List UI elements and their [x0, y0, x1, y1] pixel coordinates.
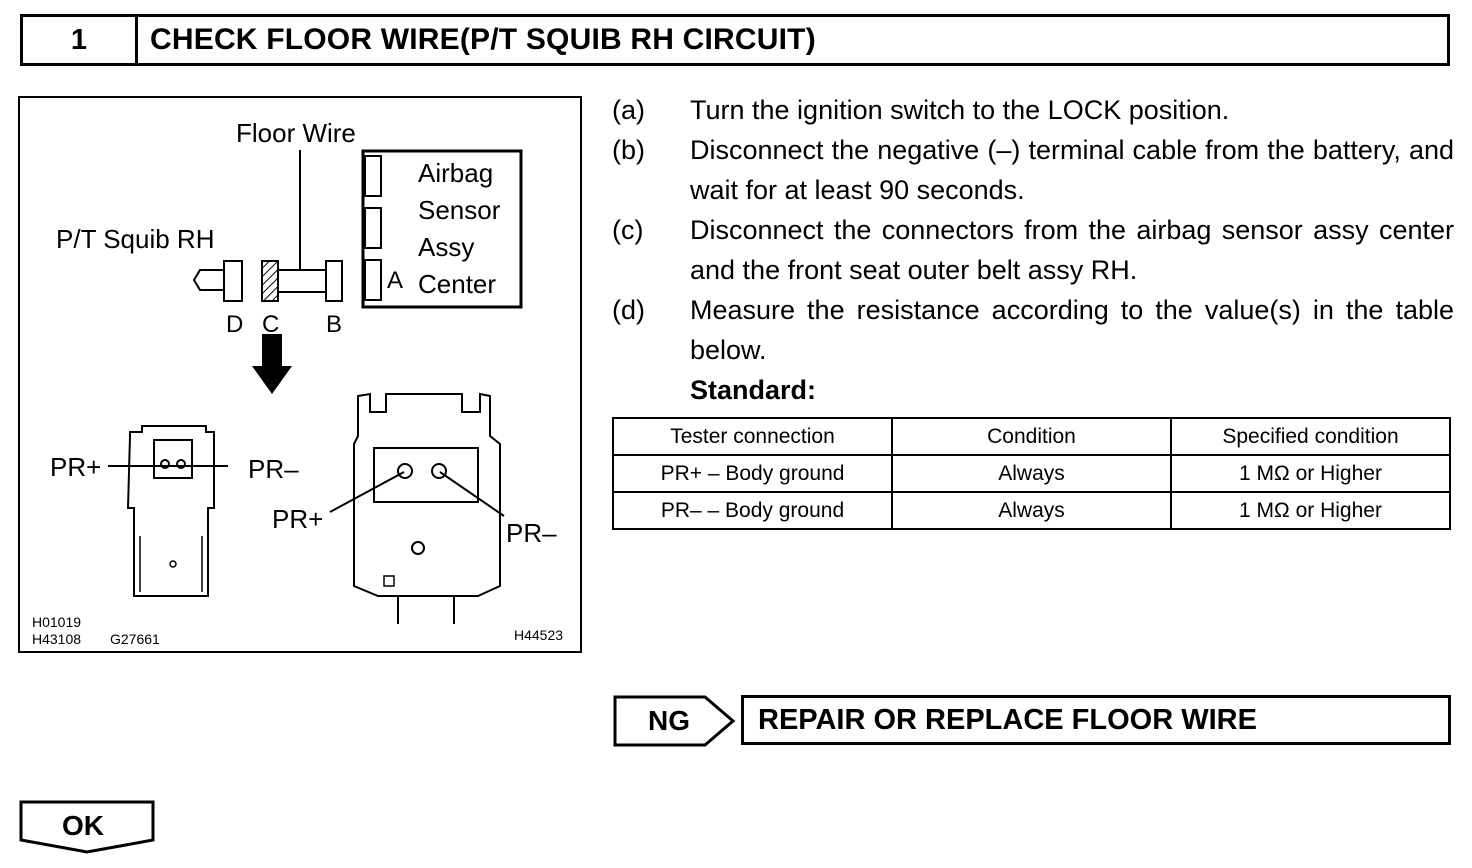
step-label: (a) [612, 95, 645, 125]
figure-code-3: G27661 [110, 631, 160, 647]
step-text: Turn the ignition switch to the LOCK pos… [690, 95, 1230, 125]
right-pr-plus-label: PR+ [272, 504, 323, 534]
terminal-b-label: B [326, 311, 342, 338]
step-text: Measure the resistance according to the … [690, 295, 1454, 365]
ng-badge: NG [613, 695, 736, 747]
floor-wire-label: Floor Wire [236, 118, 356, 148]
procedure-steps: (a) Turn the ignition switch to the LOCK… [612, 90, 1454, 410]
ok-badge: OK [19, 800, 155, 854]
section-header: 1 CHECK FLOOR WIRE(P/T SQUIB RH CIRCUIT) [20, 14, 1450, 66]
step-a: (a) Turn the ignition switch to the LOCK… [612, 90, 1454, 130]
figure-code-4: H44523 [514, 627, 563, 643]
step-c: (c) Disconnect the connectors from the a… [612, 210, 1454, 290]
table-cell: 1 MΩ or Higher [1170, 491, 1451, 530]
left-pr-plus-label: PR+ [50, 452, 101, 482]
table-cell: Always [891, 454, 1172, 493]
airbag-line-4: Center [418, 269, 496, 299]
wiring-figure: Floor Wire Airbag Sensor Assy Center A P… [18, 96, 582, 653]
terminal-c-label: C [262, 311, 279, 338]
step-d: (d) Measure the resistance according to … [612, 290, 1454, 370]
airbag-line-1: Airbag [418, 158, 493, 188]
table-row: PR– – Body ground Always 1 MΩ or Higher [612, 491, 1451, 530]
figure-code-1: H01019 [32, 614, 81, 630]
step-text: Disconnect the negative (–) terminal cab… [690, 135, 1454, 205]
right-pr-minus-label: PR– [506, 518, 557, 548]
ok-label: OK [62, 810, 104, 841]
table-cell: Always [891, 491, 1172, 530]
step-b: (b) Disconnect the negative (–) terminal… [612, 130, 1454, 210]
step-label: (b) [612, 135, 645, 165]
section-title: CHECK FLOOR WIRE(P/T SQUIB RH CIRCUIT) [150, 23, 816, 56]
ng-label: NG [648, 705, 690, 736]
terminal-a-label: A [387, 267, 403, 294]
column-header: Specified condition [1170, 417, 1451, 456]
table-row: PR+ – Body ground Always 1 MΩ or Higher [612, 454, 1451, 493]
step-label: (d) [612, 295, 645, 325]
spec-table: Tester connection Condition Specified co… [612, 417, 1451, 530]
standard-label: Standard: [690, 375, 817, 405]
left-pr-minus-label: PR– [248, 454, 299, 484]
table-cell: 1 MΩ or Higher [1170, 454, 1451, 493]
step-text: Disconnect the connectors from the airba… [690, 215, 1454, 285]
terminal-d-label: D [226, 311, 243, 338]
step-number: 1 [23, 17, 138, 63]
airbag-line-3: Assy [418, 232, 474, 262]
column-header: Condition [891, 417, 1172, 456]
airbag-line-2: Sensor [418, 195, 501, 225]
ng-action-box: REPAIR OR REPLACE FLOOR WIRE [741, 695, 1451, 745]
pt-squib-label: P/T Squib RH [56, 224, 214, 254]
table-cell: PR+ – Body ground [612, 454, 893, 493]
table-header-row: Tester connection Condition Specified co… [612, 417, 1451, 456]
table-cell: PR– – Body ground [612, 491, 893, 530]
step-label: (c) [612, 215, 644, 245]
figure-code-2: H43108 [32, 631, 81, 647]
column-header: Tester connection [612, 417, 893, 456]
